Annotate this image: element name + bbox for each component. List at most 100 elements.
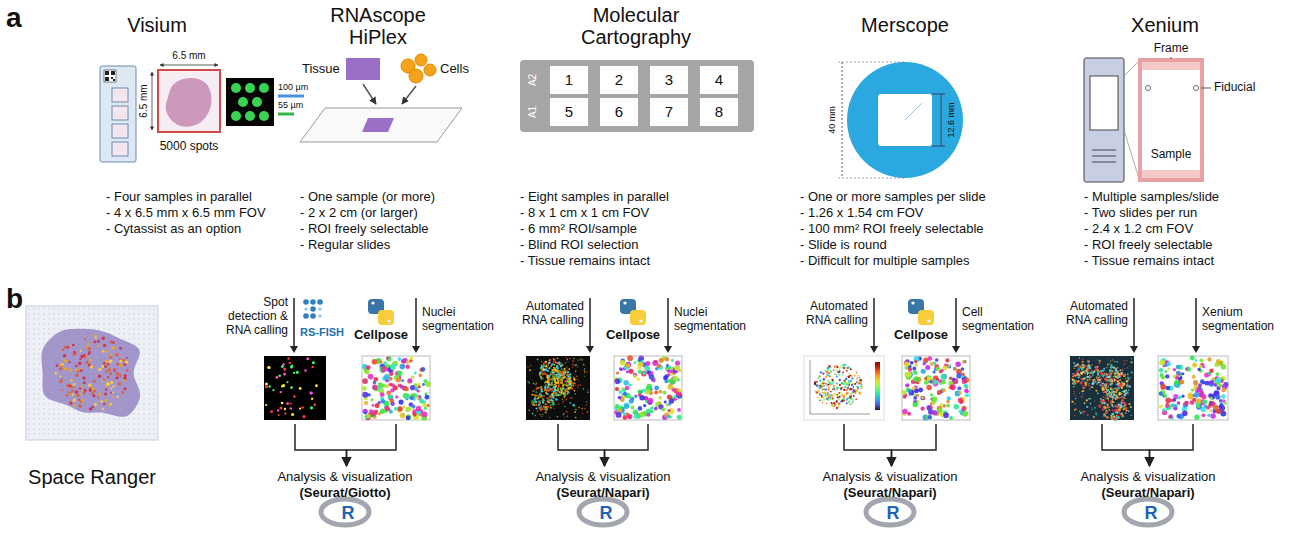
illustration-shape bbox=[143, 428, 145, 430]
illustration-shape bbox=[43, 398, 45, 400]
illustration-shape bbox=[390, 364, 396, 370]
illustration-shape bbox=[28, 393, 30, 395]
illustration-shape bbox=[123, 428, 125, 430]
illustration-shape bbox=[88, 433, 90, 435]
illustration-shape bbox=[148, 308, 150, 310]
illustration-shape bbox=[553, 359, 555, 361]
illustration-shape bbox=[60, 363, 63, 366]
illustration-shape bbox=[563, 371, 565, 373]
illustration-shape bbox=[126, 357, 128, 359]
illustration-shape bbox=[538, 387, 539, 388]
illustration-shape bbox=[48, 428, 50, 430]
illustration-shape bbox=[560, 365, 562, 367]
illustration-shape bbox=[124, 388, 127, 391]
illustration-shape bbox=[562, 384, 564, 386]
illustration-shape bbox=[533, 401, 535, 403]
illustration-shape bbox=[148, 323, 150, 325]
illustration-shape bbox=[128, 318, 130, 320]
illustration-shape bbox=[554, 364, 556, 366]
illustration-shape bbox=[674, 365, 680, 371]
illustration-shape bbox=[78, 423, 80, 425]
illustration-shape bbox=[539, 396, 541, 398]
illustration-shape bbox=[301, 406, 303, 408]
illustration-shape bbox=[368, 374, 374, 380]
illustration-shape bbox=[315, 384, 318, 387]
illustration-shape bbox=[659, 358, 664, 363]
illustration-shape bbox=[153, 363, 155, 365]
illustration-shape bbox=[615, 404, 619, 408]
illustration-shape bbox=[118, 313, 120, 315]
illustration-shape bbox=[252, 97, 262, 107]
illustration-shape bbox=[138, 368, 140, 370]
illustration-shape bbox=[536, 398, 538, 400]
illustration-shape bbox=[93, 418, 95, 420]
logo-letter: R bbox=[263, 504, 433, 522]
illustration-shape bbox=[143, 403, 145, 405]
illustration-shape bbox=[557, 416, 559, 418]
illustration-shape bbox=[541, 390, 543, 392]
illustration-shape bbox=[362, 356, 430, 420]
illustration-shape bbox=[1092, 156, 1116, 157]
illustration-shape bbox=[551, 369, 553, 371]
illustration-shape bbox=[564, 392, 565, 393]
illustration-shape bbox=[105, 399, 109, 403]
illustration-shape bbox=[68, 308, 70, 310]
method-title: Xenium bbox=[1131, 14, 1199, 37]
illustration-shape bbox=[28, 388, 30, 390]
illustration-shape bbox=[416, 396, 419, 399]
illustration-shape bbox=[98, 423, 100, 425]
illustration-shape bbox=[295, 424, 1193, 466]
illustration-shape bbox=[364, 401, 368, 405]
illustration-shape bbox=[38, 433, 40, 435]
illustration-shape bbox=[83, 428, 85, 430]
illustration-shape bbox=[67, 346, 69, 348]
illustration-shape bbox=[559, 393, 561, 395]
illustration-shape bbox=[143, 338, 145, 340]
illustration-shape bbox=[600, 66, 638, 94]
illustration-shape bbox=[584, 368, 585, 369]
illustration-shape bbox=[406, 407, 411, 412]
illustration-shape bbox=[68, 423, 70, 425]
illustration-shape bbox=[133, 428, 135, 430]
illustration-shape bbox=[148, 393, 150, 395]
feature-bullet: - 1.26 x 1.54 cm FOV bbox=[800, 206, 924, 221]
illustration-shape bbox=[63, 418, 65, 420]
illustration-shape bbox=[108, 318, 110, 320]
method-title: RNAscope HiPlex bbox=[330, 4, 426, 48]
illustration-shape bbox=[60, 379, 62, 381]
illustration-shape bbox=[98, 375, 101, 378]
illustration-shape bbox=[396, 377, 401, 382]
illustration-shape bbox=[369, 409, 374, 414]
illustration-shape bbox=[543, 398, 545, 400]
illustration-shape bbox=[28, 378, 30, 380]
illustration-shape bbox=[153, 313, 155, 315]
illustration-shape bbox=[148, 318, 150, 320]
illustration-shape bbox=[68, 418, 70, 420]
illustration-shape bbox=[43, 413, 45, 415]
illustration-shape bbox=[53, 418, 55, 420]
illustration-shape bbox=[80, 393, 82, 395]
illustration-shape bbox=[549, 359, 551, 361]
illustration-shape bbox=[296, 371, 299, 374]
flow-arrow bbox=[295, 424, 347, 466]
illustration-shape bbox=[65, 360, 67, 362]
illustration-shape bbox=[103, 418, 105, 420]
illustration-shape bbox=[108, 368, 111, 371]
illustration-shape bbox=[541, 416, 542, 417]
illustration-shape bbox=[148, 338, 150, 340]
illustration-shape bbox=[93, 380, 96, 383]
illustration-shape bbox=[279, 406, 282, 409]
illustration-shape bbox=[587, 411, 589, 413]
illustration-shape bbox=[547, 385, 549, 387]
illustration-shape bbox=[536, 383, 537, 384]
illustration-shape bbox=[560, 365, 562, 367]
illustration-shape bbox=[153, 358, 155, 360]
illustration-shape bbox=[138, 313, 140, 315]
step-label: Automated RNA calling bbox=[516, 300, 584, 328]
illustration-shape bbox=[362, 392, 368, 398]
method-title: Molecular Cartography bbox=[581, 4, 691, 48]
illustration-shape bbox=[548, 362, 550, 364]
illustration-shape bbox=[33, 333, 35, 335]
illustration-shape bbox=[563, 392, 565, 394]
illustration-shape bbox=[33, 368, 35, 370]
